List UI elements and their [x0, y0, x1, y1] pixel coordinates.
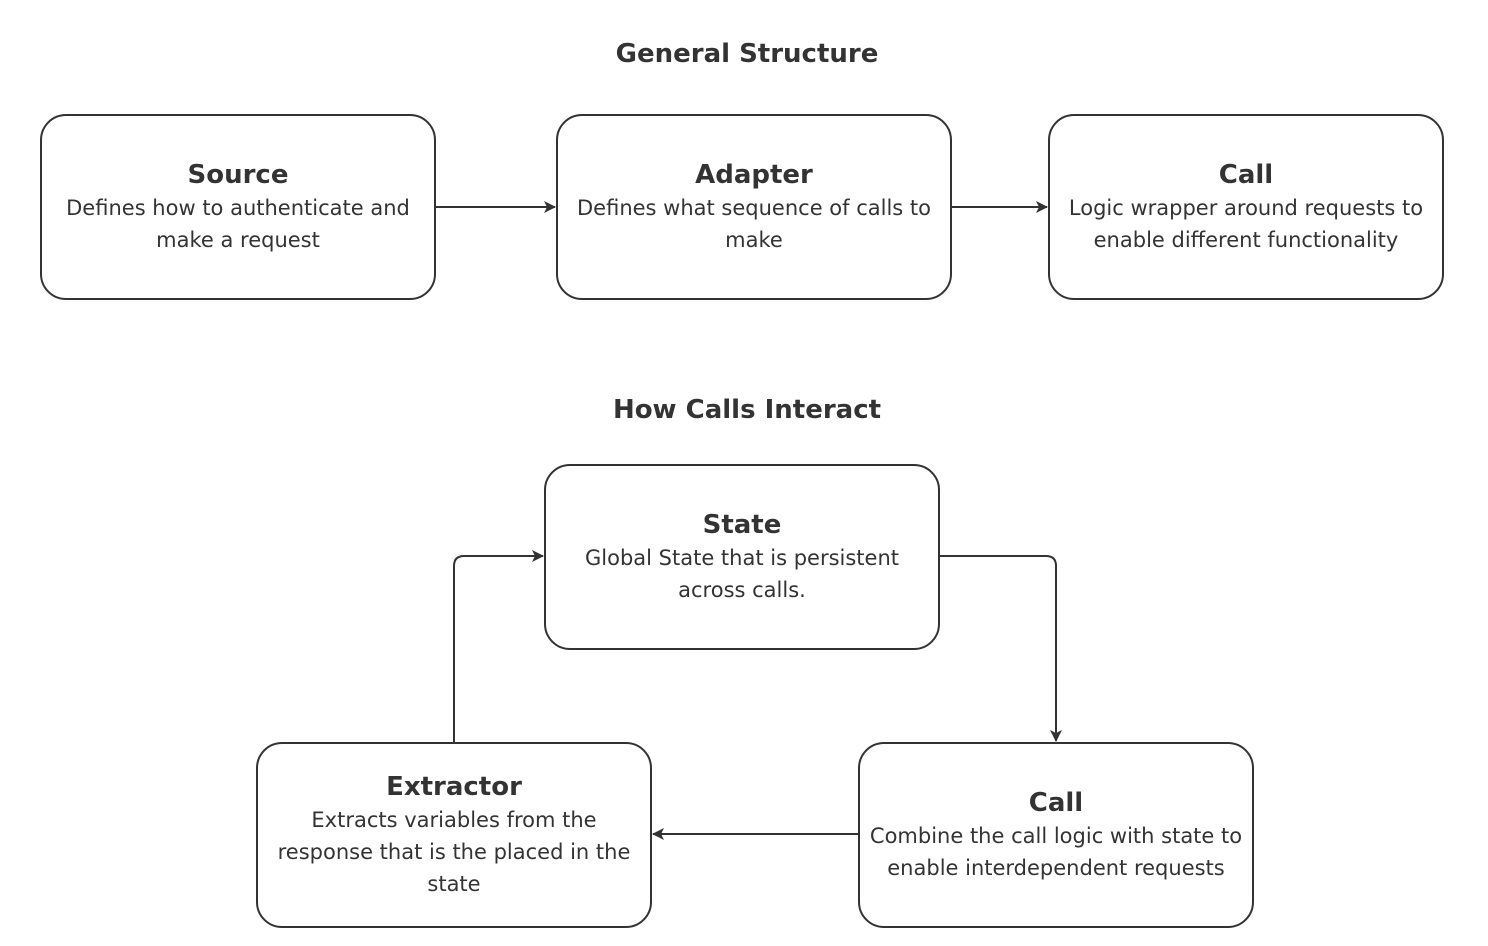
state-description: Global State that is persistent across c…	[585, 546, 899, 602]
state-title: State	[702, 510, 782, 540]
arrow-extractor-to-state	[453, 550, 544, 742]
state-node: State Global State that is persistent ac…	[544, 464, 940, 650]
call-title: Call	[1218, 160, 1274, 190]
general-structure-title: General Structure	[615, 39, 879, 69]
source-node: Source Defines how to authenticate and m…	[40, 114, 436, 300]
call-description: Logic wrapper around requests to enable …	[1068, 196, 1424, 252]
adapter-title: Adapter	[695, 160, 813, 190]
arrow-state-to-call	[940, 555, 1062, 742]
adapter-description: Defines what sequence of calls to make	[577, 196, 931, 252]
extractor-title: Extractor	[386, 772, 522, 802]
extractor-node: Extractor Extracts variables from the re…	[256, 742, 652, 928]
interact-call-description: Combine the call logic with state to ena…	[869, 824, 1243, 880]
interact-call-title: Call	[1028, 788, 1084, 818]
how-calls-interact-title: How Calls Interact	[612, 395, 882, 425]
source-title: Source	[187, 160, 289, 190]
call-node: Call Logic wrapper around requests to en…	[1048, 114, 1444, 300]
interact-call-node: Call Combine the call logic with state t…	[858, 742, 1254, 928]
adapter-node: Adapter Defines what sequence of calls t…	[556, 114, 952, 300]
extractor-description: Extracts variables from the response tha…	[277, 808, 631, 896]
source-description: Defines how to authenticate and make a r…	[66, 196, 410, 252]
